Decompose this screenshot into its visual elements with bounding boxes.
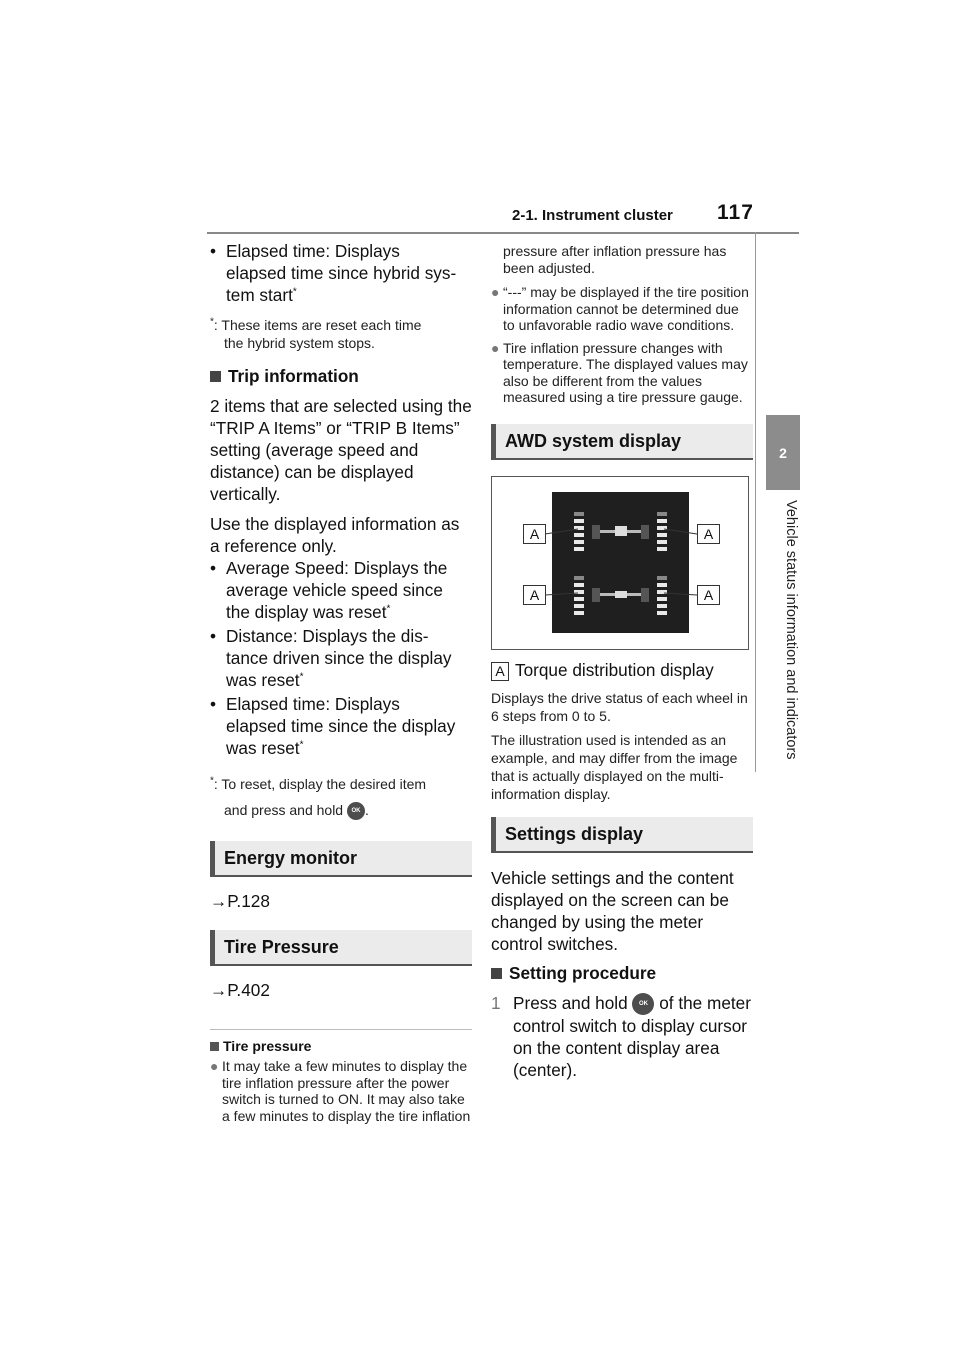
- circle-bullet-icon: ●: [491, 339, 500, 356]
- tire-note-continued: pressure after inflation pressure has be…: [503, 243, 727, 276]
- bullet-line: Elapsed time: Displays: [226, 241, 400, 261]
- side-divider: [755, 232, 756, 772]
- circle-bullet-icon: ●: [210, 1058, 219, 1074]
- step-text: of the meter control switch to display c…: [513, 992, 751, 1080]
- page-reference[interactable]: P.402: [227, 980, 270, 1000]
- square-bullet-icon: [491, 967, 502, 979]
- footnote-mark: *: [210, 775, 214, 787]
- trip-paragraph: Use the displayed information as a refer…: [210, 514, 460, 556]
- bullet-line: the display was reset: [226, 602, 387, 622]
- settings-display-heading: Settings display: [491, 816, 753, 853]
- note-line: .: [364, 802, 369, 818]
- tire-note-item: ● It may take a few minutes to display t…: [210, 1058, 472, 1124]
- torque-distribution-graphic: [574, 511, 667, 615]
- bullet-line: Average Speed: Displays the: [226, 558, 448, 578]
- bullet-line: average vehicle speed since: [226, 580, 443, 600]
- header-section-title: 2-1. Instrument cluster: [512, 207, 673, 224]
- energy-monitor-heading: Energy monitor: [210, 841, 472, 877]
- note-line: : To reset, display the desired item: [213, 776, 427, 792]
- average-speed-item: • Average Speed: Displays the average ve…: [210, 557, 472, 623]
- bullet-line: elapsed time since the display: [226, 716, 456, 736]
- footnote-mark: *: [210, 316, 214, 328]
- energy-monitor-reference: →P.128: [210, 891, 472, 912]
- heading-text: Setting procedure: [509, 962, 657, 983]
- bullet-dot: •: [210, 626, 217, 646]
- heading-text: Trip information: [228, 366, 359, 386]
- tire-note-item: ● Tire inflation pressure changes with t…: [491, 340, 753, 406]
- header-rule: [207, 232, 799, 234]
- tire-pressure-reference: →P.402: [210, 980, 472, 1001]
- callout-a: A: [697, 584, 720, 605]
- note-line: and press and hold: [224, 802, 344, 818]
- trip-paragraph: 2 items that are selected using the “TRI…: [210, 396, 472, 504]
- settings-paragraph: Vehicle settings and the content display…: [491, 867, 734, 954]
- square-bullet-icon: [210, 371, 221, 382]
- awd-system-heading: AWD system display: [491, 423, 753, 460]
- awd-disclaimer: The illustration used is intended as an …: [491, 731, 738, 802]
- chapter-tab: 2: [766, 415, 800, 490]
- bullet-dot: •: [210, 558, 217, 578]
- note-text: It may take a few minutes to display the…: [222, 1058, 471, 1124]
- caption-badge: A: [491, 661, 509, 681]
- square-bullet-icon: [210, 1042, 219, 1051]
- bullet-line: Distance: Displays the dis-: [226, 626, 429, 646]
- footnote-mark: *: [299, 671, 304, 683]
- footnote-mark: *: [292, 286, 297, 298]
- awd-display-figure: A A A A: [491, 475, 749, 650]
- page-reference[interactable]: P.128: [227, 891, 270, 911]
- circle-bullet-icon: ●: [491, 284, 500, 300]
- left-column: • Elapsed time: Displays elapsed time si…: [210, 240, 472, 1130]
- step-text: Press and hold: [513, 992, 628, 1013]
- distance-item: • Distance: Displays the dis- tance driv…: [210, 625, 472, 691]
- note-text: Tire inflation pressure changes with tem…: [503, 339, 748, 406]
- note-line: the hybrid system stops.: [224, 335, 375, 351]
- note-text: “---” may be displayed if the tire posit…: [503, 284, 749, 333]
- bullet-line: tem start: [226, 285, 293, 305]
- tire-note-item: ● “---” may be displayed if the tire pos…: [491, 284, 753, 334]
- bullet-line: tance driven since the display: [226, 648, 452, 668]
- page-number: 117: [717, 201, 754, 224]
- arrow-icon: →: [210, 891, 228, 911]
- tire-pressure-heading: Tire Pressure: [210, 930, 472, 966]
- leader-lines: [544, 528, 698, 595]
- notes-divider: [210, 1029, 472, 1030]
- step-number: 1: [491, 992, 501, 1013]
- ok-button-icon: OK: [632, 992, 655, 1015]
- awd-description: Displays the drive status of each wheel …: [491, 689, 748, 724]
- torque-distribution-screen: [552, 491, 689, 633]
- note-line: : These items are reset each time: [213, 317, 422, 333]
- reset-footnote: *: These items are reset each time the h…: [210, 316, 472, 352]
- elapsed-time-item: • Elapsed time: Displays elapsed time si…: [210, 240, 472, 306]
- bullet-line: elapsed time since hybrid sys-: [226, 263, 457, 283]
- bullet-dot: •: [210, 241, 217, 261]
- setting-procedure-heading: Setting procedure: [491, 963, 753, 984]
- trip-info-heading: Trip information: [210, 366, 472, 387]
- chapter-number: 2: [779, 444, 787, 461]
- figure-caption: A Torque distribution display: [491, 660, 753, 681]
- callout-a: A: [523, 523, 546, 544]
- tire-pressure-note-heading: Tire pressure: [210, 1038, 472, 1054]
- right-column: pressure after inflation pressure has be…: [491, 243, 753, 1081]
- bullet-dot: •: [210, 694, 217, 714]
- footnote-mark: *: [299, 739, 304, 751]
- bullet-line: Elapsed time: Displays: [226, 694, 400, 714]
- caption-text: Torque distribution display: [515, 659, 714, 680]
- callout-a: A: [697, 523, 720, 544]
- elapsed-time-item: • Elapsed time: Displays elapsed time si…: [210, 693, 472, 759]
- bullet-line: was reset: [226, 670, 300, 690]
- chapter-title: Vehicle status information and indicator…: [783, 500, 799, 760]
- ok-button-icon: OK: [346, 802, 365, 821]
- footnote-mark: *: [386, 603, 391, 615]
- reset-footnote: *: To reset, display the desired item an…: [210, 771, 472, 823]
- heading-text: Tire pressure: [223, 1038, 312, 1054]
- callout-a: A: [523, 584, 546, 605]
- bullet-line: was reset: [226, 738, 300, 758]
- procedure-step-1: 1 Press and hold OK of the meter control…: [491, 992, 753, 1081]
- arrow-icon: →: [210, 980, 228, 1000]
